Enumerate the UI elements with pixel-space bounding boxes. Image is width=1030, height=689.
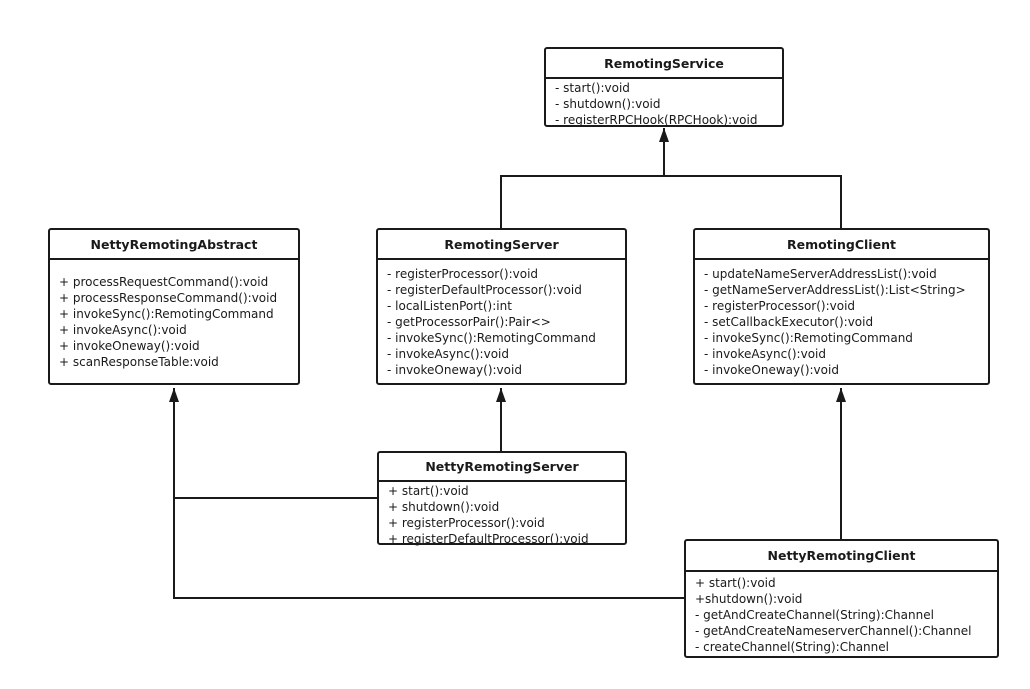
- class-member: + invokeAsync():void: [59, 323, 187, 337]
- class-title: NettyRemotingAbstract: [50, 230, 298, 260]
- edge-netty-client-to-abstract: [173, 388, 684, 599]
- class-member: - invokeSync():RemotingCommand: [704, 331, 913, 345]
- class-member: + registerDefaultProcessor():void: [388, 532, 589, 546]
- class-members: + processRequestCommand():void + processR…: [50, 260, 298, 370]
- class-remoting-server: RemotingServer - registerProcessor():voi…: [376, 228, 627, 385]
- class-members: + start():void +shutdown():void - getAndCr…: [686, 572, 997, 655]
- class-member: +shutdown():void: [695, 592, 803, 606]
- class-member: + start():void: [695, 576, 776, 590]
- edge-remoting-server-to-remoting-service: [500, 128, 665, 228]
- class-remoting-service: RemotingService - start():void - shutdown…: [544, 47, 784, 127]
- class-member: + shutdown():void: [388, 500, 500, 514]
- class-member: + scanResponseTable:void: [59, 355, 219, 369]
- class-title: RemotingServer: [378, 230, 625, 260]
- class-member: - getAndCreateChannel(String):Channel: [695, 608, 934, 622]
- class-member: - registerProcessor():void: [704, 299, 856, 313]
- class-member: + processRequestCommand():void: [59, 275, 269, 289]
- class-members: - registerProcessor():void - registerDefa…: [378, 260, 625, 378]
- class-member: - updateNameServerAddressList():void: [704, 267, 937, 281]
- class-member: - getNameServerAddressList():List<String…: [704, 283, 966, 297]
- class-title: RemotingClient: [695, 230, 988, 260]
- class-netty-remoting-client: NettyRemotingClient + start():void +shutd…: [684, 539, 999, 658]
- class-member: - registerProcessor():void: [387, 267, 539, 281]
- class-member: - invokeAsync():void: [387, 347, 509, 361]
- class-member: - getAndCreateNameserverChannel():Channe…: [695, 624, 972, 638]
- class-title: NettyRemotingClient: [686, 541, 997, 572]
- class-title: NettyRemotingServer: [379, 453, 625, 482]
- arrowhead-remoting-server: [496, 388, 506, 402]
- class-member: + processResponseCommand():void: [59, 291, 278, 305]
- class-netty-remoting-abstract: NettyRemotingAbstract + processRequestCo…: [48, 228, 300, 385]
- class-member: - registerRPCHook(RPCHook):void: [555, 113, 758, 127]
- class-member: + start():void: [388, 484, 469, 498]
- class-member: - invokeOneway():void: [704, 363, 839, 377]
- arrowhead-remoting-client: [836, 388, 846, 402]
- arrowhead-remoting-service: [659, 128, 669, 142]
- class-member: - start():void: [555, 81, 630, 95]
- class-member: - setCallbackExecutor():void: [704, 315, 874, 329]
- class-member: - invokeOneway():void: [387, 363, 522, 377]
- class-member: - localListenPort():int: [387, 299, 512, 313]
- class-members: - start():void - shutdown():void - registe…: [546, 79, 782, 128]
- arrowhead-netty-remoting-abstract: [169, 388, 179, 402]
- class-member: + invokeSync():RemotingCommand: [59, 307, 274, 321]
- class-remoting-client: RemotingClient - updateNameServerAddress…: [693, 228, 990, 385]
- class-member: - createChannel(String):Channel: [695, 640, 889, 654]
- class-member: - getProcessorPair():Pair<>: [387, 315, 551, 329]
- class-members: + start():void + shutdown():void + registe…: [379, 482, 625, 547]
- class-member: - shutdown():void: [555, 97, 661, 111]
- class-netty-remoting-server: NettyRemotingServer + start():void + shut…: [377, 451, 627, 547]
- class-member: - invokeAsync():void: [704, 347, 826, 361]
- class-member: + registerProcessor():void: [388, 516, 545, 530]
- edge-remoting-client-to-remoting-service: [664, 175, 842, 228]
- class-member: + invokeOneway():void: [59, 339, 200, 353]
- class-member: - registerDefaultProcessor():void: [387, 283, 582, 297]
- class-member: - invokeSync():RemotingCommand: [387, 331, 596, 345]
- class-members: - updateNameServerAddressList():void - ge…: [695, 260, 988, 378]
- class-title: RemotingService: [546, 49, 782, 79]
